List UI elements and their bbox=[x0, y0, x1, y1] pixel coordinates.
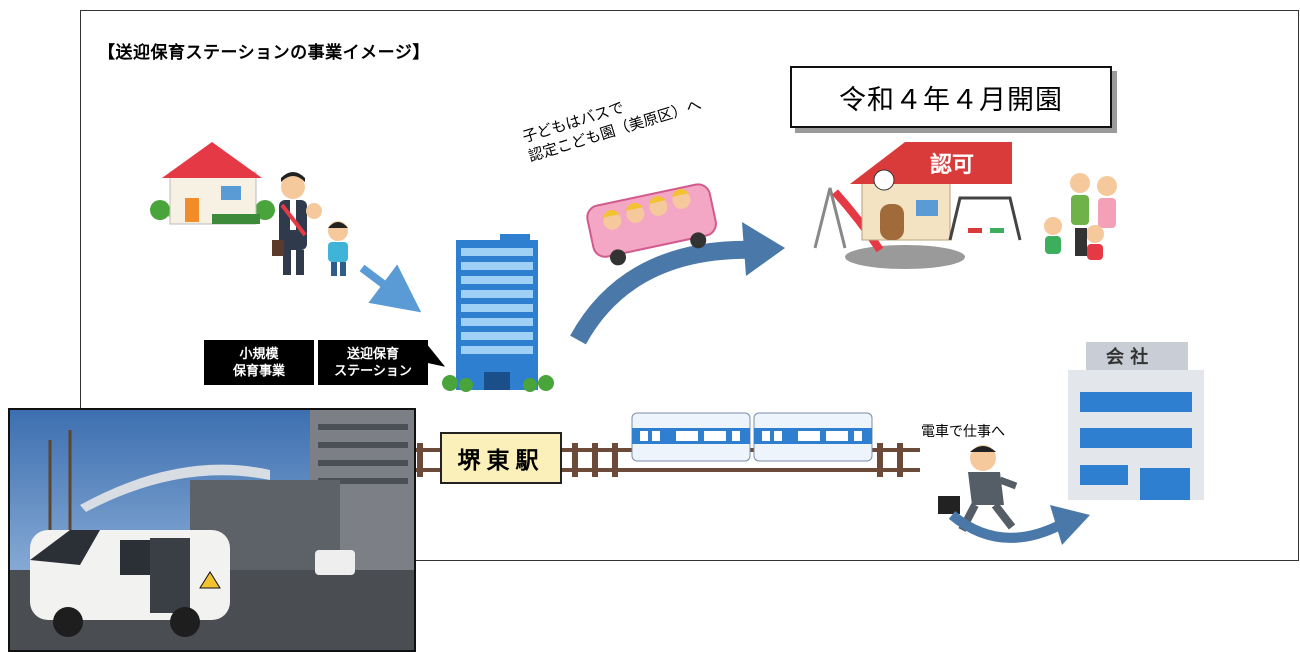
office-building-icon bbox=[1068, 342, 1204, 500]
arrow-to-office bbox=[948, 511, 1063, 543]
arrow-to-nursery bbox=[570, 240, 761, 345]
diagram-title: 【送迎保育ステーションの事業イメージ】 bbox=[98, 43, 430, 63]
nursery-sign: 認可 bbox=[930, 152, 974, 178]
commuter-icon bbox=[938, 445, 1018, 532]
company-sign: 会 社 bbox=[1106, 346, 1148, 368]
house-icon bbox=[150, 142, 275, 225]
nursery-building-icon bbox=[813, 142, 1022, 269]
arrow-to-station bbox=[359, 264, 422, 313]
family-icon bbox=[1044, 173, 1117, 260]
pickup-station-label: 送迎保育 ステーション bbox=[318, 340, 428, 385]
train-icon bbox=[631, 412, 873, 462]
commute-caption: 電車で仕事へ bbox=[921, 424, 1005, 440]
station-building-icon bbox=[442, 234, 554, 392]
minibus-photo bbox=[8, 408, 416, 652]
opening-date-box: 令和４年４月開園 bbox=[790, 66, 1112, 128]
small-scale-nursery-label: 小規模 保育事業 bbox=[204, 340, 314, 385]
school-bus-icon bbox=[586, 183, 717, 266]
station-name-sign: 堺東駅 bbox=[440, 432, 562, 484]
parent-with-children-icon bbox=[272, 172, 348, 276]
